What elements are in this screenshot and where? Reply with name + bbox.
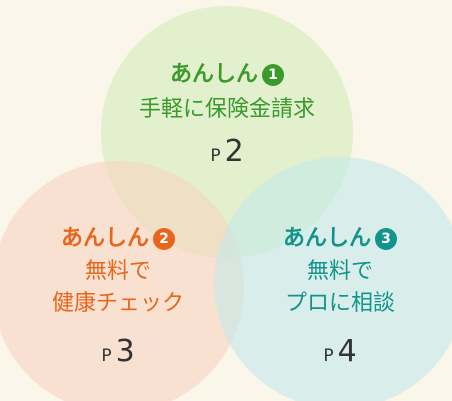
anshin-1-page-prefix: P — [210, 146, 221, 166]
anshin-2-number-badge: 2 — [153, 228, 175, 250]
circle-anshin-2 — [0, 161, 244, 401]
anshin-1-description: 手軽に保険金請求 — [107, 94, 347, 126]
anshin-3-description: 無料で プロに相談 — [240, 256, 440, 320]
anshin-2-page-number: 3 — [115, 334, 135, 369]
anshin-1-page-number: 2 — [224, 134, 244, 169]
anshin-3-page-number: 4 — [337, 334, 357, 369]
anshin-2-line-2: 健康チェック — [51, 291, 184, 316]
anshin-2-description: 無料で 健康チェック — [18, 256, 218, 320]
anshin-3-heading-text: あんしん — [282, 226, 371, 251]
anshin-1-heading-text: あんしん — [169, 62, 258, 87]
anshin-3-number-badge: 3 — [375, 228, 397, 250]
anshin-3-page-prefix: P — [323, 346, 334, 366]
anshin-3-line-2: プロに相談 — [284, 291, 395, 316]
anshin-2-page-prefix: P — [101, 346, 112, 366]
circle-anshin-3 — [214, 157, 452, 401]
anshin-1-number-badge: 1 — [262, 64, 284, 86]
anshin-2-line-1: 無料で — [84, 259, 151, 284]
anshin-2-heading-text: あんしん — [60, 226, 149, 251]
anshin-1-line-1: 手軽に保険金請求 — [138, 97, 315, 122]
anshin-3-line-1: 無料で — [306, 259, 373, 284]
